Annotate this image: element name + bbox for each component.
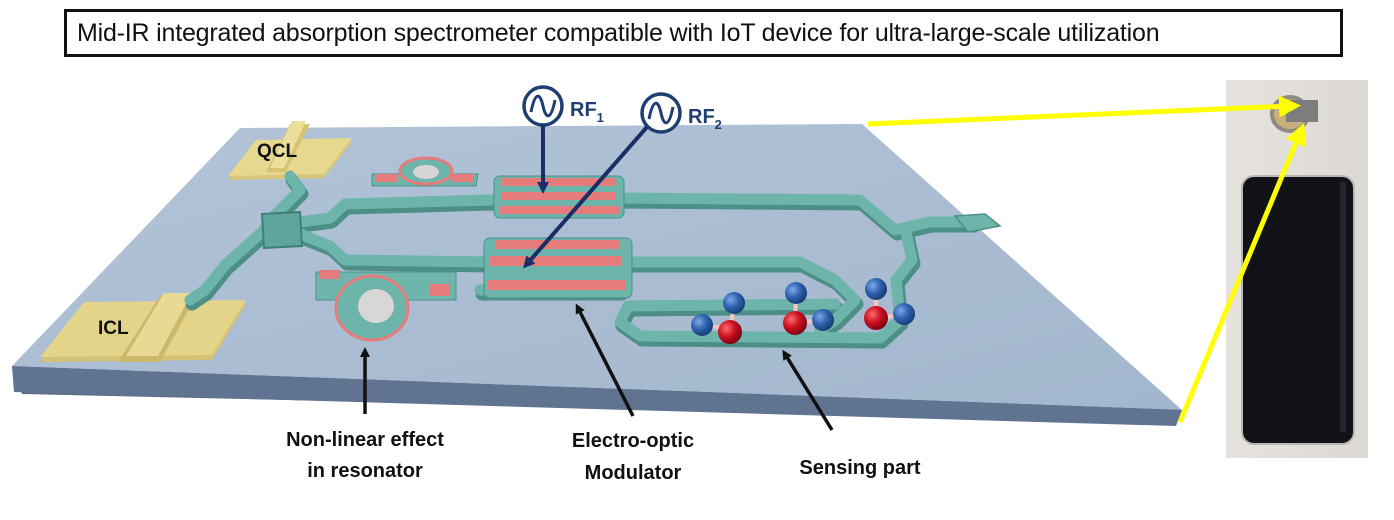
title-box: Mid-IR integrated absorption spectromete… — [64, 9, 1343, 57]
molecule — [691, 292, 745, 344]
modulator-arrow — [575, 303, 635, 417]
resonator-label-line1: Non-linear effect — [286, 429, 444, 451]
highlight-arrow-top — [867, 95, 1301, 127]
resonator-label-line2: in resonator — [307, 460, 423, 482]
icl-label: ICL — [98, 318, 129, 339]
rf1-label: RF1 — [570, 99, 604, 125]
splitter-block — [260, 210, 304, 250]
eo-modulator-bottom — [483, 237, 633, 299]
modulator-label-line2: Modulator — [585, 462, 682, 484]
smartphone — [1241, 175, 1355, 445]
rf2-label: RF2 — [688, 106, 722, 132]
qcl-label: QCL — [257, 141, 298, 162]
icl-laser-pad — [40, 293, 246, 362]
output-taper — [953, 213, 1002, 233]
sensor-device-strip — [1286, 100, 1318, 122]
ring-resonator-bottom — [315, 270, 457, 342]
title-text: Mid-IR integrated absorption spectromete… — [77, 18, 1160, 47]
rf1-source — [522, 85, 564, 194]
molecule — [864, 278, 915, 330]
sensing-arrow — [782, 349, 834, 431]
eo-modulator-top — [493, 175, 625, 219]
modulator-label-line1: Electro-optic — [572, 430, 694, 452]
qcl-laser-pad — [228, 121, 352, 180]
molecule — [783, 282, 834, 335]
chip-front-face — [12, 366, 1182, 426]
ring-resonator-top — [371, 156, 479, 187]
sensing-label: Sensing part — [799, 457, 920, 479]
rf2-source — [523, 92, 682, 269]
highlight-arrow-bottom — [1177, 122, 1306, 423]
